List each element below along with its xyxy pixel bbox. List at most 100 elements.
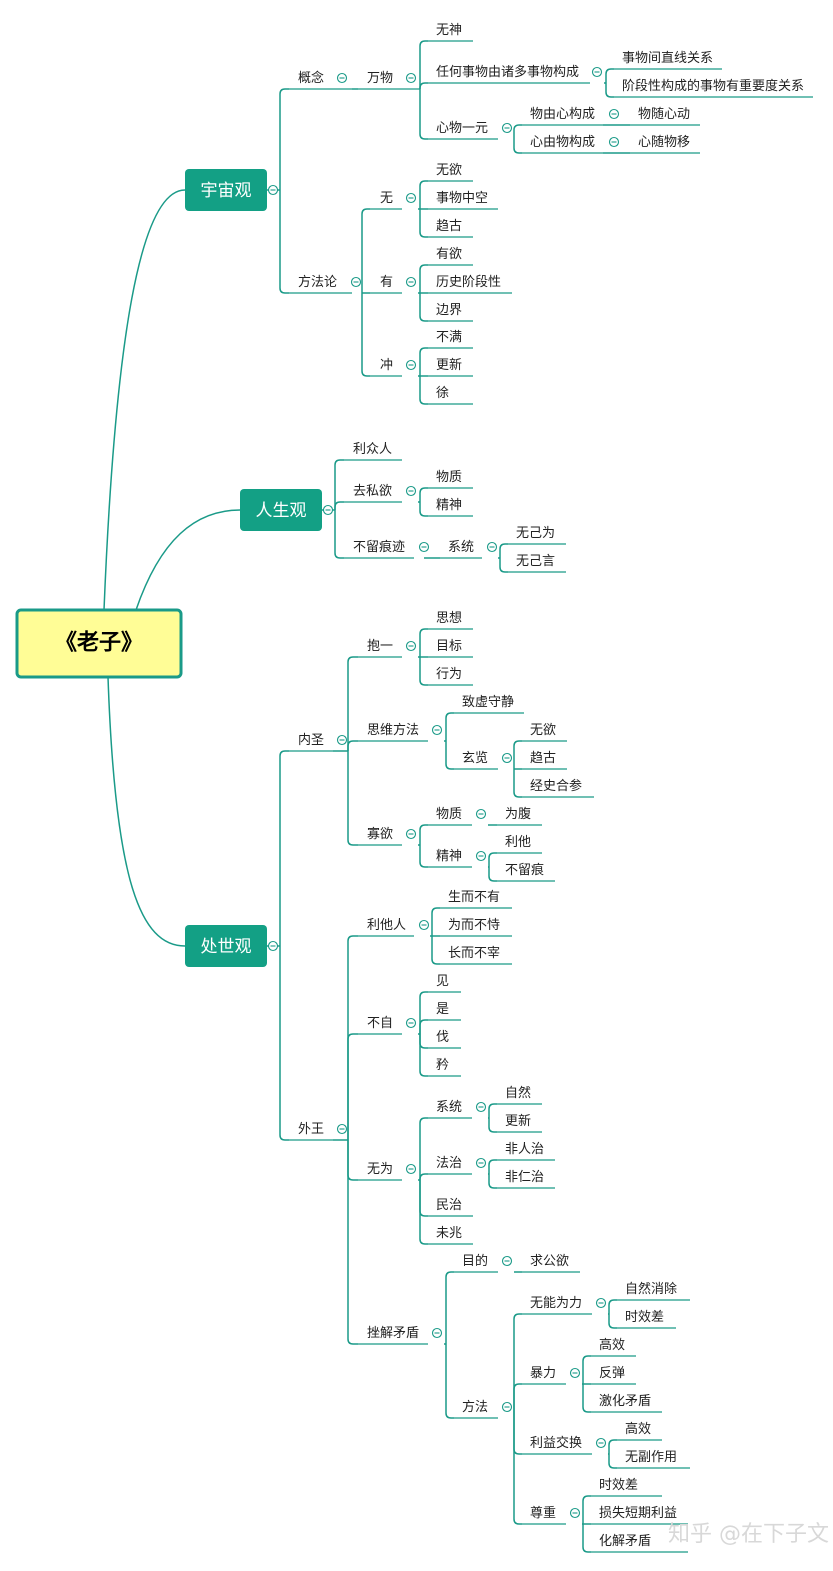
node-branches-world-outer-buzi-label[interactable]: 不自 — [367, 1016, 393, 1031]
collapse-toggle-branches-world-inner-guayu-label[interactable] — [405, 828, 417, 840]
node-branches-world-outer-conflict-methods-respect-items-2[interactable]: 化解矛盾 — [599, 1534, 651, 1549]
collapse-toggle-branches-world-outer-altruism-label[interactable] — [418, 919, 430, 931]
node-branches-cosmos-method-label[interactable]: 方法论 — [298, 274, 337, 290]
node-branches-life-benefit[interactable]: 利众人 — [353, 442, 392, 457]
collapse-toggle-branches-world-inner-guayu-spirit-label[interactable] — [475, 850, 487, 862]
collapse-toggle-branches-world-label[interactable] — [267, 940, 279, 952]
collapse-toggle-branches-cosmos-concept-wanwu-mind_matter-mind_made-label[interactable] — [608, 108, 620, 120]
node-branches-cosmos-method-you-label[interactable]: 有 — [380, 275, 393, 290]
box-root[interactable] — [15, 608, 183, 679]
node-branches-cosmos-concept-wanwu-wushen[interactable]: 无神 — [436, 23, 462, 38]
node-branches-world-outer-conflict-methods-powerless-items-1[interactable]: 时效差 — [625, 1310, 664, 1325]
collapse-toggle-branches-life-no_trace-label[interactable] — [418, 541, 430, 553]
node-branches-cosmos-method-wu-items-1[interactable]: 事物中空 — [436, 191, 488, 206]
node-branches-world-outer-buzi-items-1[interactable]: 是 — [436, 1002, 449, 1017]
node-branches-world-outer-conflict-methods-exchange-label[interactable]: 利益交换 — [530, 1435, 582, 1451]
collapse-toggle-branches-life-no_trace-system-label[interactable] — [486, 541, 498, 553]
collapse-toggle-branches-world-inner-thinking-xuanlan-label[interactable] — [501, 752, 513, 764]
collapse-toggle-branches-cosmos-concept-wanwu-label[interactable] — [405, 72, 417, 84]
collapse-toggle-branches-world-outer-conflict-methods-powerless-label[interactable] — [595, 1297, 607, 1309]
collapse-toggle-branches-cosmos-method-you-label[interactable] — [405, 276, 417, 288]
node-branches-cosmos-method-you-items-2[interactable]: 边界 — [436, 303, 462, 318]
node-branches-world-inner-label[interactable]: 内圣 — [298, 732, 324, 748]
collapse-toggle-branches-world-outer-wuwei-system-label[interactable] — [475, 1101, 487, 1113]
collapse-toggle-branches-cosmos-method-label[interactable] — [350, 276, 362, 288]
node-branches-world-inner-thinking-xuanlan-items-0[interactable]: 无欲 — [530, 722, 556, 738]
node-branches-world-outer-altruism-items-1[interactable]: 为而不恃 — [448, 918, 500, 933]
node-branches-world-inner-baoyi-items-0[interactable]: 思想 — [436, 610, 462, 626]
node-branches-world-outer-wuwei-system-label[interactable]: 系统 — [436, 1100, 462, 1115]
node-branches-cosmos-method-wu-items-0[interactable]: 无欲 — [436, 162, 462, 178]
node-branches-world-outer-conflict-methods-violence-items-2[interactable]: 激化矛盾 — [599, 1394, 651, 1409]
collapse-toggles[interactable] — [267, 66, 620, 1519]
node-branches-world-outer-wuwei-label[interactable]: 无为 — [367, 1162, 393, 1177]
node-branches-world-inner-thinking-stillness[interactable]: 致虚守静 — [462, 695, 514, 710]
node-branches-world-inner-baoyi-label[interactable]: 抱一 — [367, 638, 393, 654]
node-branches-world-inner-guayu-material-label[interactable]: 物质 — [436, 807, 462, 822]
node-branches-cosmos-method-chong-items-0[interactable]: 不满 — [436, 330, 462, 345]
box-branches-cosmos-label[interactable] — [185, 169, 267, 211]
node-branches-world-outer-conflict-goal-leaf[interactable]: 求公欲 — [530, 1253, 569, 1269]
node-branches-world-outer-wuwei-system-items-1[interactable]: 更新 — [505, 1113, 531, 1129]
collapse-toggle-branches-world-outer-conflict-methods-respect-label[interactable] — [569, 1507, 581, 1519]
node-branches-cosmos-concept-wanwu-anything-line_relation[interactable]: 事物间直线关系 — [622, 51, 713, 66]
node-branches-world-inner-baoyi-items-2[interactable]: 行为 — [436, 667, 462, 682]
node-branches-cosmos-method-you-items-0[interactable]: 有欲 — [436, 246, 462, 262]
node-branches-world-outer-conflict-label[interactable]: 挫解矛盾 — [367, 1326, 419, 1341]
node-branches-life-selfless-items-0[interactable]: 物质 — [436, 470, 462, 485]
box-branches-life-label[interactable] — [240, 489, 322, 531]
collapse-toggle-branches-cosmos-method-wu-label[interactable] — [405, 192, 417, 204]
node-branches-cosmos-concept-wanwu-anything-stage_relation[interactable]: 阶段性构成的事物有重要度关系 — [622, 78, 804, 94]
node-branches-cosmos-concept-wanwu-label[interactable]: 万物 — [367, 71, 393, 86]
node-branches-world-outer-wuwei-law-items-0[interactable]: 非人治 — [505, 1142, 544, 1157]
node-branches-cosmos-method-you-items-1[interactable]: 历史阶段性 — [436, 275, 501, 290]
node-branches-world-inner-thinking-xuanlan-items-2[interactable]: 经史合参 — [530, 778, 582, 794]
collapse-toggle-branches-world-outer-buzi-label[interactable] — [405, 1017, 417, 1029]
collapse-toggle-branches-cosmos-concept-wanwu-mind_matter-matter_made-label[interactable] — [608, 136, 620, 148]
node-branches-world-inner-baoyi-items-1[interactable]: 目标 — [436, 639, 462, 654]
node-branches-cosmos-concept-wanwu-mind_matter-matter_made-label[interactable]: 心由物构成 — [530, 135, 595, 150]
node-branches-cosmos-concept-wanwu-mind_matter-label[interactable]: 心物一元 — [436, 121, 488, 136]
node-branches-life-no_trace-system-items-0[interactable]: 无己为 — [516, 526, 555, 541]
node-branches-world-outer-wuwei-system-items-0[interactable]: 自然 — [505, 1085, 531, 1101]
node-branches-world-outer-conflict-methods-respect-items-1[interactable]: 损失短期利益 — [599, 1506, 677, 1521]
node-branches-world-inner-guayu-material-leaf[interactable]: 为腹 — [505, 806, 531, 822]
node-branches-world-outer-wuwei-people[interactable]: 民治 — [436, 1198, 462, 1213]
node-branches-world-outer-conflict-methods-powerless-label[interactable]: 无能为力 — [530, 1296, 582, 1311]
collapse-toggle-branches-cosmos-method-chong-label[interactable] — [405, 359, 417, 371]
collapse-toggle-branches-cosmos-concept-wanwu-mind_matter-label[interactable] — [501, 122, 513, 134]
node-branches-cosmos-method-chong-items-2[interactable]: 徐 — [436, 386, 449, 401]
node-branches-world-outer-wuwei-law-items-1[interactable]: 非仁治 — [505, 1170, 544, 1185]
node-branches-world-outer-buzi-items-0[interactable]: 见 — [436, 974, 449, 989]
node-branches-world-outer-altruism-items-2[interactable]: 长而不宰 — [448, 945, 500, 961]
node-branches-cosmos-method-wu-items-2[interactable]: 趋古 — [436, 219, 462, 234]
node-branches-world-inner-guayu-spirit-label[interactable]: 精神 — [436, 849, 462, 864]
collapse-toggle-branches-life-selfless-label[interactable] — [405, 485, 417, 497]
node-branches-cosmos-concept-wanwu-mind_matter-mind_made-label[interactable]: 物由心构成 — [530, 107, 595, 122]
node-branches-world-outer-conflict-methods-respect-label[interactable]: 尊重 — [530, 1505, 556, 1521]
node-branches-cosmos-concept-label[interactable]: 概念 — [298, 70, 324, 86]
node-branches-world-inner-thinking-xuanlan-label[interactable]: 玄览 — [462, 750, 488, 766]
node-branches-world-outer-conflict-goal-label[interactable]: 目的 — [462, 1253, 488, 1269]
node-branches-world-outer-conflict-methods-powerless-items-0[interactable]: 自然消除 — [625, 1281, 677, 1297]
node-branches-cosmos-method-chong-label[interactable]: 冲 — [380, 358, 393, 373]
node-branches-cosmos-method-chong-items-1[interactable]: 更新 — [436, 357, 462, 373]
collapse-toggle-branches-world-inner-guayu-material-label[interactable] — [475, 808, 487, 820]
node-branches-world-outer-buzi-items-3[interactable]: 矜 — [436, 1058, 449, 1073]
node-branches-world-outer-wuwei-omen[interactable]: 未兆 — [436, 1226, 462, 1241]
node-branches-world-outer-conflict-methods-violence-items-1[interactable]: 反弹 — [599, 1366, 625, 1381]
node-branches-world-outer-altruism-label[interactable]: 利他人 — [367, 918, 406, 933]
node-branches-world-inner-guayu-label[interactable]: 寡欲 — [367, 826, 393, 842]
collapse-toggle-branches-life-label[interactable] — [322, 504, 334, 516]
node-branches-world-inner-guayu-spirit-items-0[interactable]: 利他 — [505, 835, 531, 850]
collapse-toggle-branches-world-outer-conflict-goal-label[interactable] — [501, 1255, 513, 1267]
collapse-toggle-branches-cosmos-label[interactable] — [267, 184, 279, 196]
node-branches-world-outer-conflict-methods-respect-items-0[interactable]: 时效差 — [599, 1478, 638, 1493]
collapse-toggle-branches-world-outer-wuwei-label[interactable] — [405, 1163, 417, 1175]
node-branches-cosmos-concept-wanwu-mind_matter-matter_made-leaf[interactable]: 心随物移 — [638, 135, 690, 150]
node-branches-world-outer-conflict-methods-violence-label[interactable]: 暴力 — [530, 1366, 556, 1381]
node-branches-world-inner-guayu-spirit-items-1[interactable]: 不留痕 — [505, 862, 544, 878]
node-branches-world-outer-conflict-methods-label[interactable]: 方法 — [462, 1399, 488, 1415]
box-branches-world-label[interactable] — [185, 925, 267, 967]
collapse-toggle-branches-world-inner-baoyi-label[interactable] — [405, 640, 417, 652]
